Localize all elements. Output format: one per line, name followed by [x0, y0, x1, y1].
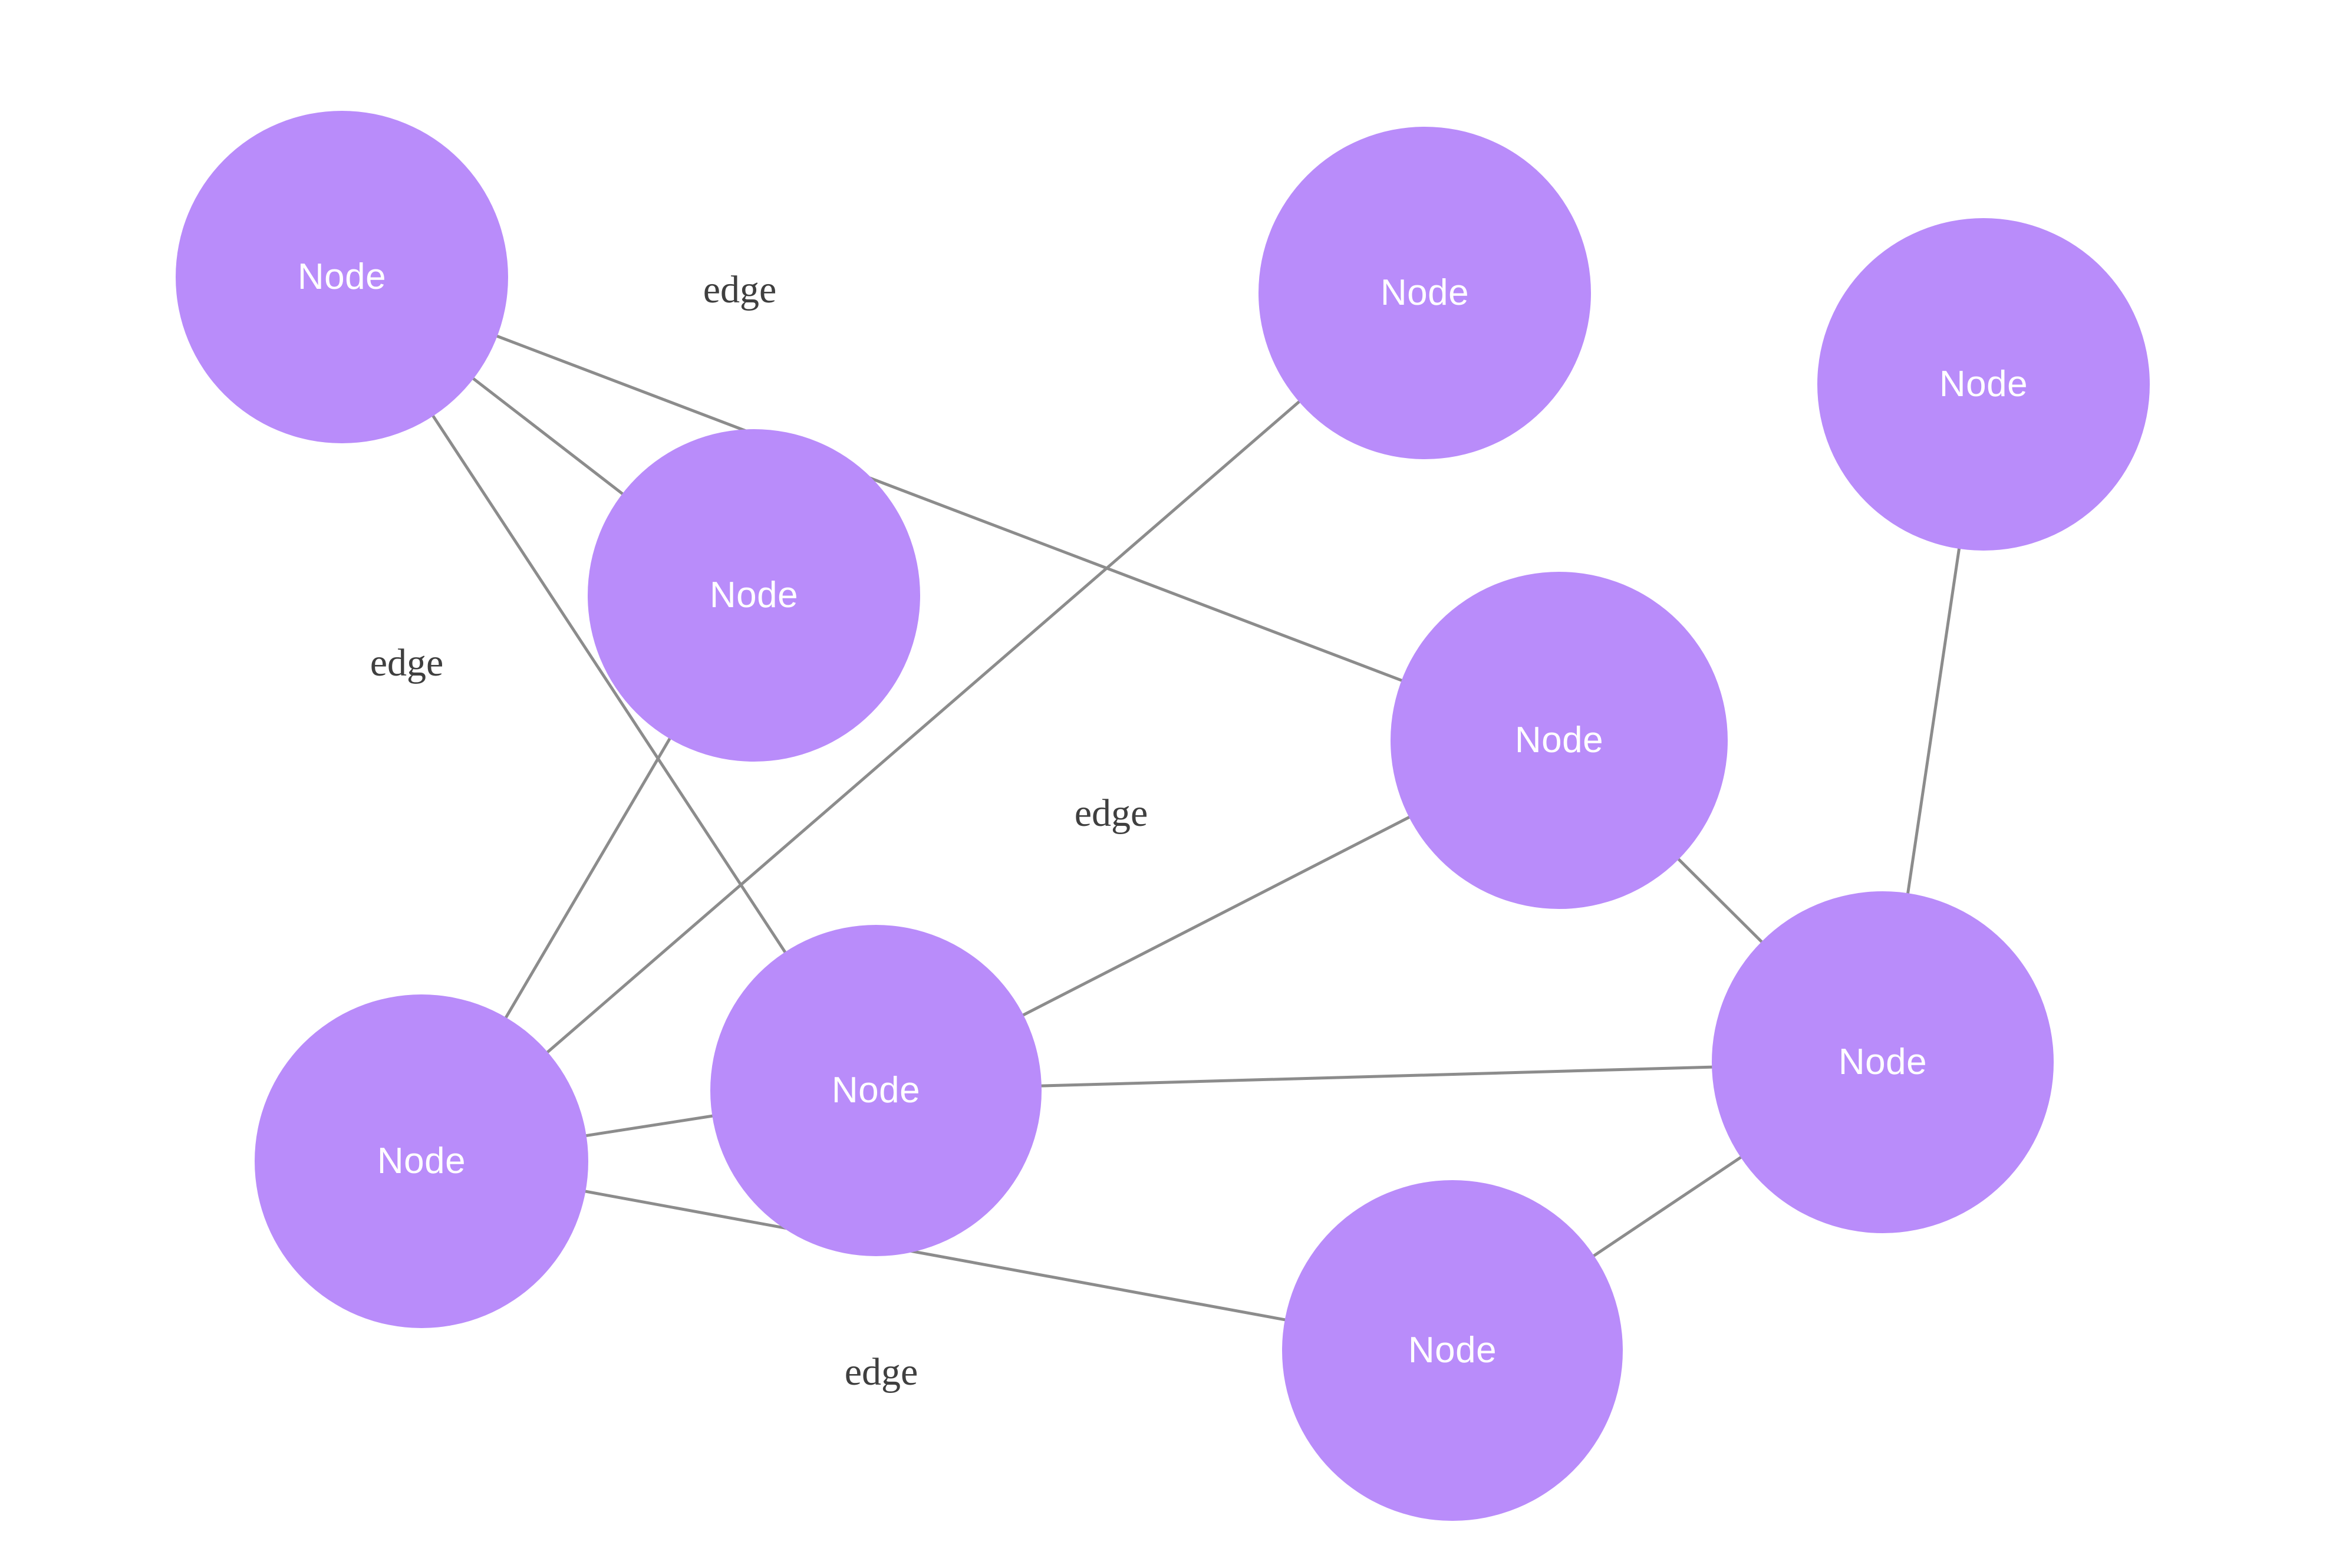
graph-node[interactable]: Node: [176, 111, 508, 443]
node-label: Node: [831, 1070, 921, 1111]
edge-label: edge: [1074, 792, 1148, 835]
edge-label: edge: [370, 641, 444, 684]
graph-edge[interactable]: [495, 334, 1404, 683]
graph-edge[interactable]: [472, 377, 624, 496]
node-label: Node: [1408, 1330, 1497, 1371]
node-label: Node: [1380, 272, 1470, 313]
graph-edge[interactable]: [585, 1114, 714, 1138]
graph-node[interactable]: Node: [1712, 891, 2054, 1233]
graph-node[interactable]: Node: [1391, 572, 1728, 909]
node-label: Node: [377, 1141, 466, 1181]
graph-edge[interactable]: [504, 737, 672, 1019]
graph-edge[interactable]: [1592, 1155, 1743, 1258]
edge-label: edge: [844, 1350, 918, 1394]
node-label: Node: [709, 575, 799, 615]
graph-edge[interactable]: [1676, 857, 1764, 944]
edges-group: [431, 334, 1961, 1322]
graph-node[interactable]: Node: [710, 925, 1042, 1256]
graph-edge[interactable]: [1906, 547, 1961, 895]
edge-label: edge: [703, 268, 777, 311]
graph-edge[interactable]: [1040, 1065, 1714, 1088]
graph-node[interactable]: Node: [255, 994, 588, 1328]
node-label: Node: [297, 256, 387, 297]
graph-edge[interactable]: [545, 400, 1301, 1055]
graph-edge[interactable]: [1022, 815, 1411, 1017]
graph-node[interactable]: Node: [588, 429, 920, 762]
node-label: Node: [1939, 364, 2028, 404]
graph-edge[interactable]: [431, 414, 787, 954]
graph-edge[interactable]: [584, 1190, 1287, 1322]
graph-node[interactable]: Node: [1817, 218, 2150, 551]
node-label: Node: [1514, 720, 1604, 760]
graph-node[interactable]: Node: [1282, 1180, 1623, 1521]
graph-node[interactable]: Node: [1258, 127, 1591, 459]
node-label: Node: [1838, 1042, 1928, 1082]
